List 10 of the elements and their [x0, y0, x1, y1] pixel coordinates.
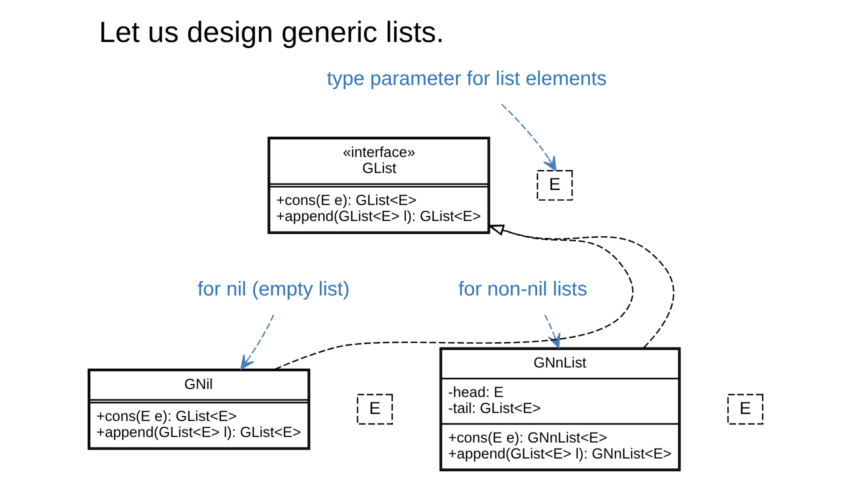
arrow: [240, 314, 274, 370]
node-text: for nil (empty list): [197, 278, 350, 300]
node-box: E: [356, 394, 392, 425]
node-text: type parameter for list elements: [326, 68, 606, 90]
arrow: [274, 224, 633, 370]
node-text: for non-nil lists: [458, 278, 587, 300]
node-box: E: [536, 170, 572, 201]
diagram-title: Let us design generic lists.: [98, 16, 444, 50]
arrow: [500, 104, 556, 172]
node-box: E: [726, 394, 763, 425]
